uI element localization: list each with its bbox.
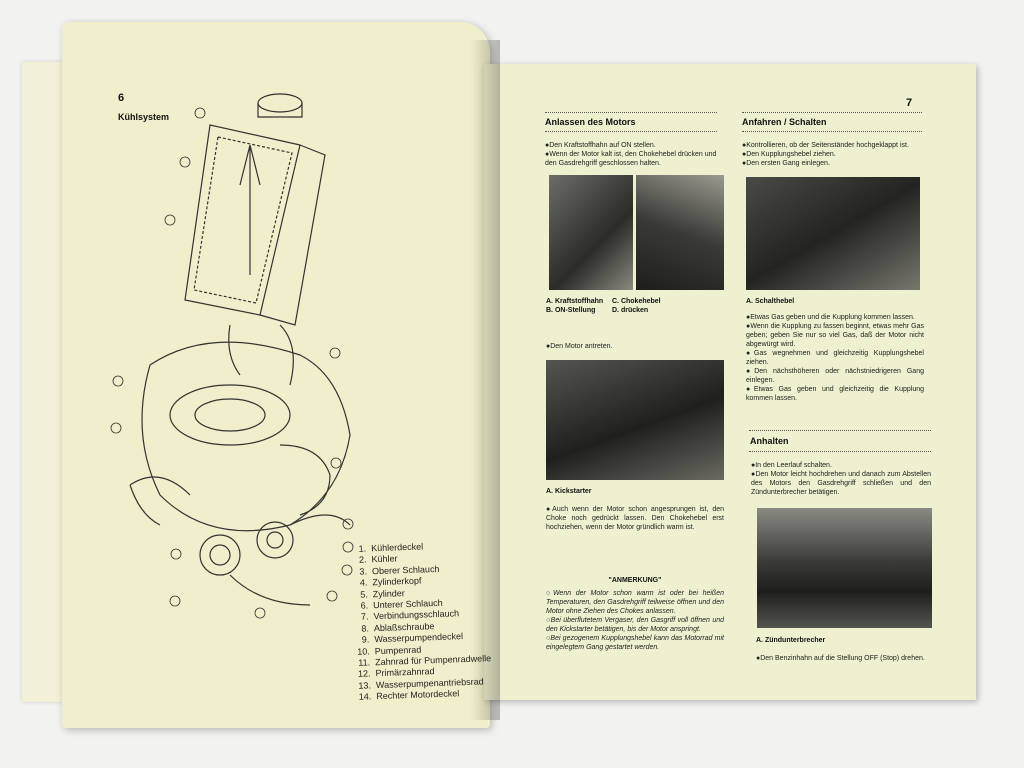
photo-choke-lever: [636, 175, 724, 290]
photo-fuel-tap: [549, 175, 633, 290]
photo-caption: A. Zündunterbrecher: [756, 637, 826, 644]
divider: [545, 112, 717, 113]
step-text: ●Auch wenn der Motor schon angesprungen …: [546, 506, 724, 531]
section-heading: Anlassen des Motors: [545, 117, 636, 127]
photo-kill-switch: [757, 508, 932, 628]
divider: [749, 430, 931, 431]
section-heading: Anfahren / Schalten: [742, 117, 827, 127]
photo-shift-lever: [746, 177, 920, 290]
page-title-left: Kühlsystem: [118, 112, 170, 122]
photo-caption: A. Schalthebel: [746, 298, 795, 305]
steps: ●Etwas Gas geben und die Kupplung kommen…: [746, 314, 924, 402]
section-heading: Anhalten: [750, 436, 789, 446]
steps: ●In den Leerlauf schalten.●Den Motor lei…: [751, 462, 931, 496]
intro-text: ●Den Kraftstoffhahn auf ON stellen.●Wenn…: [545, 142, 717, 167]
notes: ○Wenn der Motor schon warm ist oder bei …: [546, 590, 724, 651]
divider: [742, 131, 922, 132]
page-number-right: 7: [906, 97, 913, 109]
divider: [742, 112, 922, 113]
divider: [545, 131, 717, 132]
parts-legend: 1.Kühlerdeckel 2.Kühler 3.Oberer Schlauc…: [350, 539, 493, 703]
step-text: ●Den Benzinhahn auf die Stellung OFF (St…: [756, 655, 925, 662]
page-number-left: 6: [118, 92, 125, 104]
note-title: "ANMERKUNG": [608, 577, 662, 584]
divider: [749, 451, 931, 452]
intro-text: ●Kontrollieren, ob der Seitenständer hoc…: [742, 142, 909, 167]
book-gutter: [470, 40, 500, 720]
photo-kickstarter: [546, 360, 724, 480]
step-text: ●Den Motor antreten.: [546, 343, 613, 350]
cooling-system-diagram: [110, 93, 354, 619]
photo-caption: A. Kickstarter: [546, 488, 592, 495]
